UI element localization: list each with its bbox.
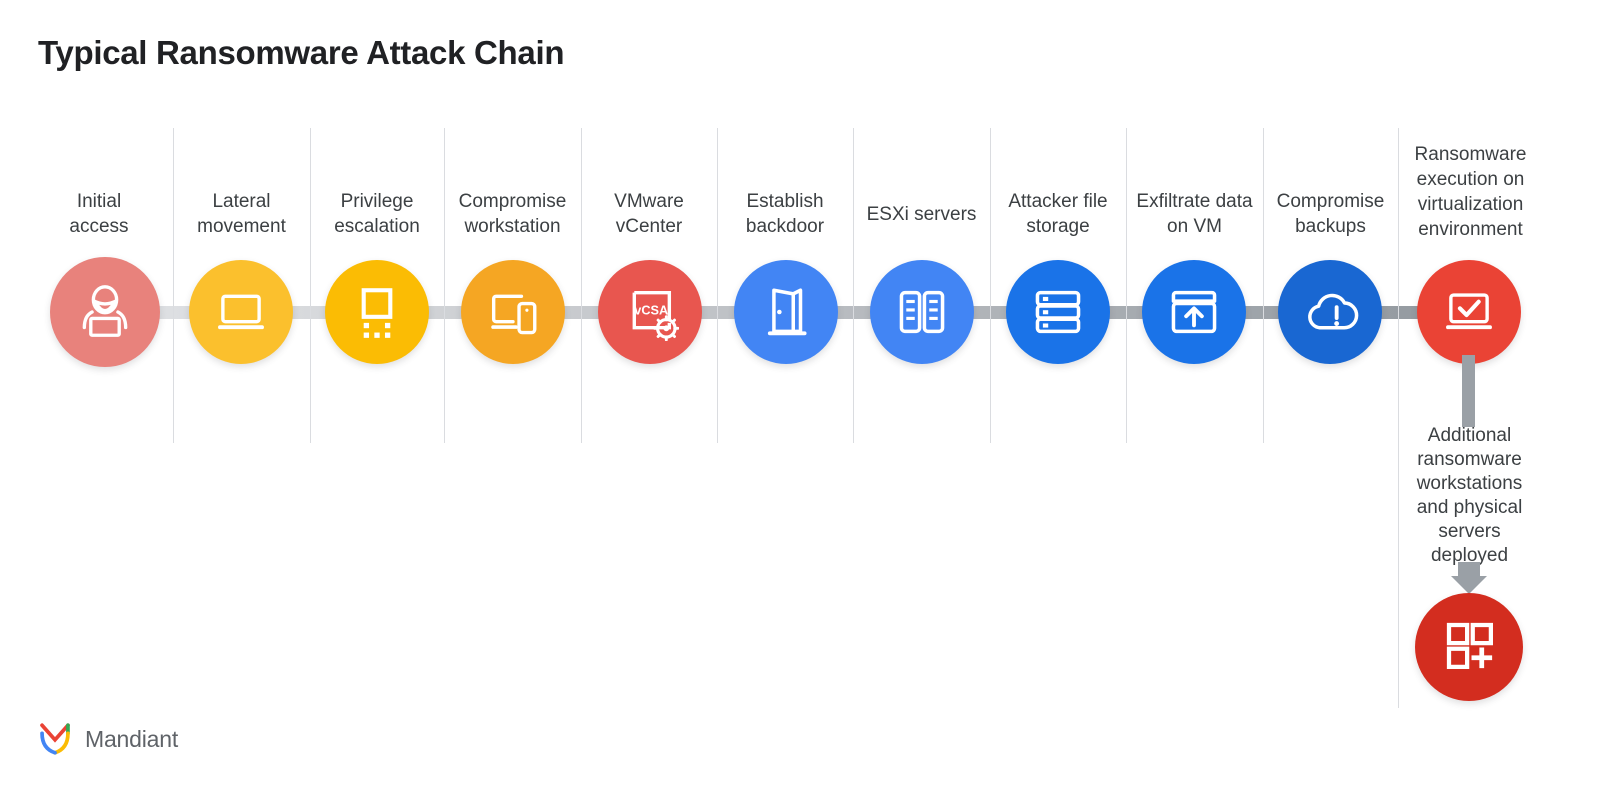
branch-divider-line <box>1398 128 1399 708</box>
stage-node-vcsa-gear[interactable]: vCSA <box>598 260 702 364</box>
brand-name: Mandiant <box>85 725 179 752</box>
stage-label: Exfiltrate data on VM <box>1136 191 1253 237</box>
attack-chain: Initial access Lateral movement Privilege … <box>0 128 1600 443</box>
stage-label: Ransomware execution on virtualization e… <box>1414 144 1527 240</box>
stage-node-desktop-mobile[interactable] <box>461 260 565 364</box>
stage-node-file-storage[interactable] <box>1006 260 1110 364</box>
vcsa-gear-icon: vCSA <box>621 283 679 341</box>
column-divider <box>1263 128 1264 443</box>
column-divider <box>990 128 991 443</box>
desktop-mobile-icon <box>484 283 542 341</box>
column-divider <box>444 128 445 443</box>
stage-node-door[interactable] <box>734 260 838 364</box>
mandiant-shield-icon <box>38 722 72 756</box>
stage-label: Compromise backups <box>1276 191 1385 237</box>
device-dots-icon <box>348 283 406 341</box>
stage-label: VMware vCenter <box>614 191 684 237</box>
cloud-alert-icon <box>1301 283 1359 341</box>
stage-node-device-dots[interactable] <box>325 260 429 364</box>
footer-branding: Mandiant <box>38 722 178 756</box>
stage-node-laptop-check[interactable] <box>1417 260 1521 364</box>
stage-label: Establish backdoor <box>745 191 825 237</box>
server-racks-icon <box>893 283 951 341</box>
branch-node-additional-deployment <box>1415 593 1523 701</box>
stage-label: Lateral movement <box>197 191 286 237</box>
stage-label: Compromise workstation <box>458 191 567 237</box>
stage-label: Initial access <box>69 191 129 237</box>
down-arrow-icon <box>1451 562 1487 594</box>
door-icon <box>757 283 815 341</box>
add-apps-icon <box>1439 615 1499 680</box>
stage-node-cloud-alert[interactable] <box>1278 260 1382 364</box>
stage-label: Attacker file storage <box>1008 191 1108 237</box>
column-divider <box>717 128 718 443</box>
file-storage-icon <box>1029 283 1087 341</box>
stage-node-hacker[interactable] <box>50 257 160 367</box>
stage-node-server-racks[interactable] <box>870 260 974 364</box>
hacker-icon <box>74 281 136 343</box>
column-divider <box>581 128 582 443</box>
branch-stem <box>1462 355 1475 427</box>
stage-label: Privilege escalation <box>334 191 420 237</box>
column-divider <box>173 128 174 443</box>
column-divider <box>310 128 311 443</box>
column-divider <box>1126 128 1127 443</box>
upload-box-icon <box>1165 283 1223 341</box>
column-divider <box>853 128 854 443</box>
branch-label: Additional ransomware workstations and p… <box>1416 425 1523 566</box>
stage-node-laptop[interactable] <box>189 260 293 364</box>
laptop-check-icon <box>1440 283 1498 341</box>
laptop-icon <box>212 283 270 341</box>
stage-node-upload-box[interactable] <box>1142 260 1246 364</box>
stage-label: ESXi servers <box>866 204 977 225</box>
page-title: Typical Ransomware Attack Chain <box>38 34 565 71</box>
svg-text:vCSA: vCSA <box>634 303 668 317</box>
